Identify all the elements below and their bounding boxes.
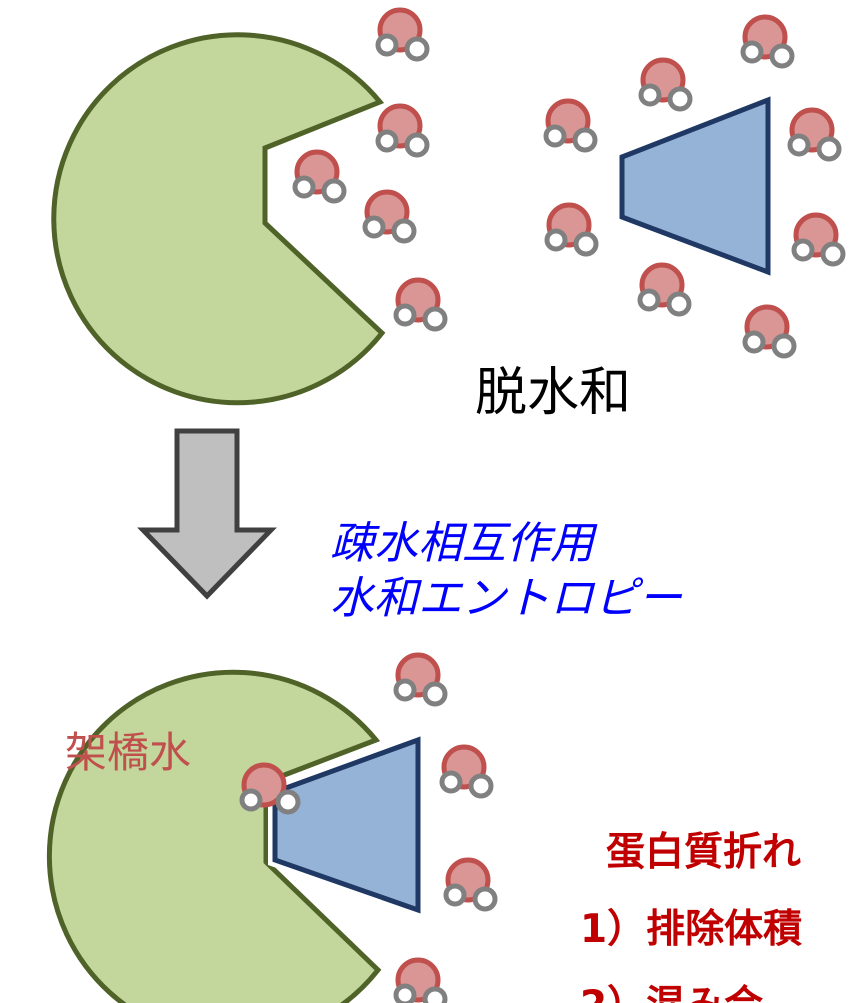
water-molecule: [375, 7, 430, 62]
water-molecule: [292, 149, 347, 204]
water-molecule: [638, 57, 693, 112]
water-molecule: [543, 98, 598, 153]
water-molecule: [393, 957, 448, 1003]
folding-factor-1: 1）排除体積: [580, 907, 802, 952]
water-molecule: [375, 103, 430, 158]
water-molecule: [740, 14, 795, 69]
water-molecule: [393, 652, 448, 707]
water-molecule: [637, 262, 692, 317]
water-molecule: [742, 304, 797, 359]
water-molecule: [791, 212, 846, 267]
water-molecule: [544, 202, 599, 257]
water-molecules-bottom: [239, 652, 498, 1003]
hydration-entropy-label: 水和エントロピー: [330, 573, 683, 624]
ligand-trapezoid-top: [619, 96, 771, 276]
water-molecule: [443, 857, 498, 912]
water-molecule: [393, 277, 448, 332]
protein-pacman-top: [51, 32, 386, 406]
hydrophobic-interaction-label: 疎水相互作用: [330, 518, 598, 569]
water-molecules-top: [292, 7, 846, 359]
ligand-trapezoid-bound-outline: [272, 736, 421, 914]
bridging-water-label: 架橋水: [65, 728, 191, 777]
dehydration-label: 脱水和: [475, 363, 631, 423]
water-molecule: [439, 744, 494, 799]
water-molecule: [362, 189, 417, 244]
bridging-water-molecule: [239, 762, 301, 815]
folding-factors-title: 蛋白質折れ: [606, 830, 801, 875]
folding-factor-2: 2）混み合: [580, 983, 763, 1003]
protein-pacman-bottom: [46, 669, 382, 1003]
down-arrow: [137, 428, 277, 600]
water-molecule: [787, 107, 842, 162]
